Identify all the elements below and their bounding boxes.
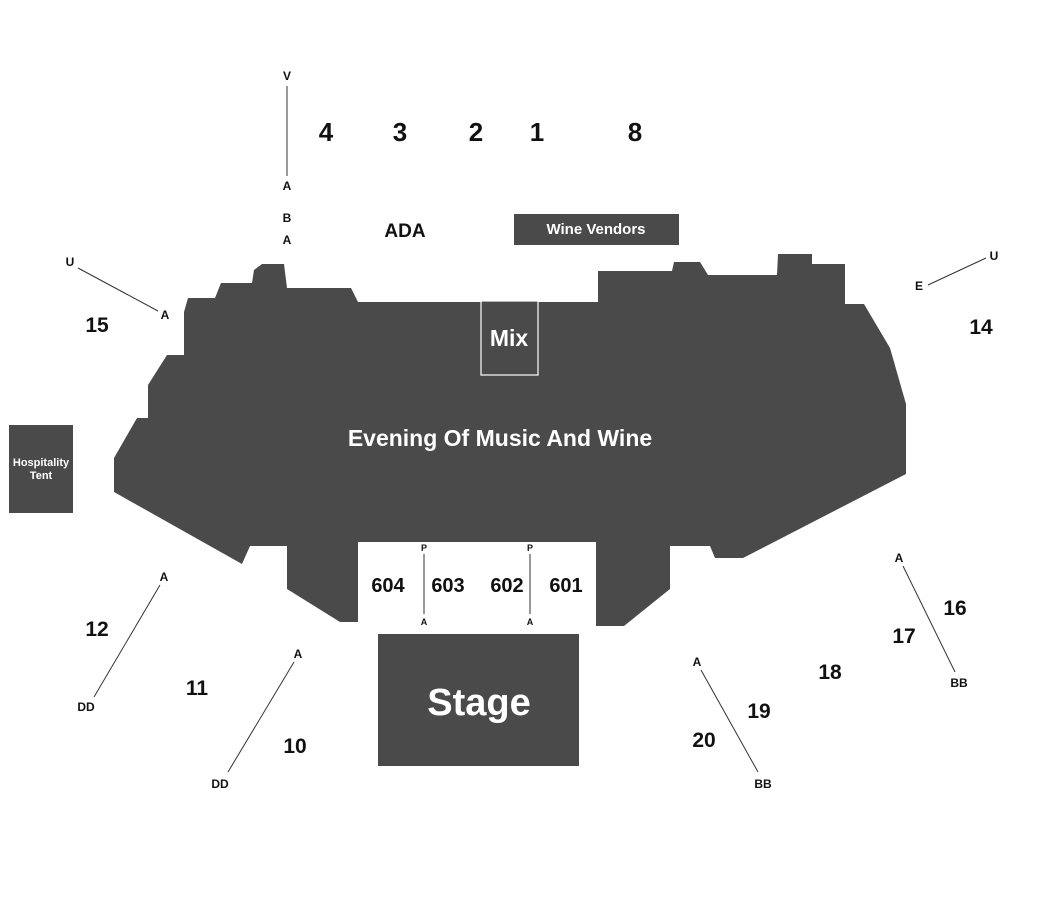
row-label-dd-12: DD <box>77 700 95 714</box>
row-label-u-15: U <box>66 255 75 269</box>
wine-vendors-area <box>514 214 679 245</box>
row-label-a-20: A <box>693 655 702 669</box>
hospitality-tent-label-line1: Hospitality <box>13 457 70 469</box>
section-18[interactable]: 18 <box>818 661 842 684</box>
row-label-v-top: V <box>283 69 291 83</box>
row-label-a-10: A <box>294 647 303 661</box>
floor-label: Evening Of Music And Wine <box>348 425 652 451</box>
row-label-p-left: P <box>421 543 427 553</box>
stage <box>378 634 579 766</box>
section-15[interactable]: 15 <box>85 314 109 337</box>
section-16[interactable]: 16 <box>943 597 966 620</box>
hospitality-tent <box>9 425 73 513</box>
row-label-bb-16: BB <box>950 676 968 690</box>
section-604[interactable]: 604 <box>371 575 405 597</box>
row-label-dd-10: DD <box>211 777 229 791</box>
row-label-a-12: A <box>160 570 169 584</box>
section-14[interactable]: 14 <box>969 316 993 339</box>
row-label-a-pit-right: A <box>527 617 534 627</box>
row-line-14 <box>927 257 987 286</box>
section-8[interactable]: 8 <box>628 117 642 147</box>
row-label-a-top: A <box>283 179 292 193</box>
row-label-u-14: U <box>990 249 999 263</box>
row-line-20 <box>700 669 759 773</box>
row-label-a-ada: A <box>283 233 292 247</box>
row-label-p-right: P <box>527 543 533 553</box>
section-1[interactable]: 1 <box>530 117 544 147</box>
row-label-a-16: A <box>895 551 904 565</box>
ada-label: ADA <box>384 221 425 242</box>
section-602[interactable]: 602 <box>490 575 523 597</box>
section-3[interactable]: 3 <box>393 117 407 147</box>
row-label-e-14: E <box>915 279 923 293</box>
row-label-a-15: A <box>161 308 170 322</box>
section-17[interactable]: 17 <box>892 625 915 648</box>
floor-area[interactable] <box>114 254 906 626</box>
mix-booth[interactable] <box>480 300 539 376</box>
stage-label: Stage <box>427 682 530 724</box>
wine-vendors-label: Wine Vendors <box>546 221 645 238</box>
row-line-16 <box>902 565 956 673</box>
row-label-bb-20: BB <box>754 777 772 791</box>
section-601[interactable]: 601 <box>549 575 582 597</box>
row-line-15 <box>77 267 159 312</box>
row-line-10 <box>227 661 295 773</box>
mix-label: Mix <box>490 325 529 351</box>
row-label-b-ada: B <box>283 211 292 225</box>
section-4[interactable]: 4 <box>319 117 334 147</box>
hospitality-tent-label-line2: Tent <box>30 470 53 482</box>
section-603[interactable]: 603 <box>431 575 464 597</box>
section-11[interactable]: 11 <box>186 677 209 700</box>
row-label-a-pit-left: A <box>421 617 428 627</box>
section-2[interactable]: 2 <box>469 117 483 147</box>
section-10[interactable]: 10 <box>283 735 306 758</box>
section-20[interactable]: 20 <box>692 729 715 752</box>
row-line-12 <box>93 584 161 698</box>
section-12[interactable]: 12 <box>85 618 108 641</box>
section-19[interactable]: 19 <box>747 700 770 723</box>
